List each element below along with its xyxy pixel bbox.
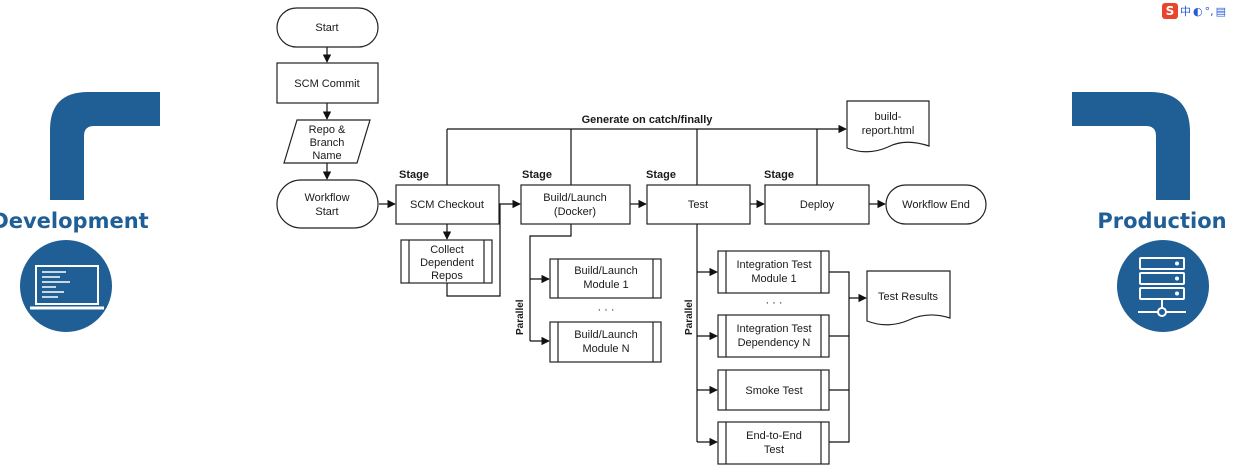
collect-repos-label-2: Dependent bbox=[420, 257, 474, 269]
build-module-n-box bbox=[549, 321, 662, 363]
development-pipe-icon bbox=[50, 92, 160, 200]
build-launch-label-2: (Docker) bbox=[554, 206, 596, 218]
generate-label: Generate on catch/finally bbox=[582, 114, 714, 126]
workflow-start-terminal bbox=[276, 179, 379, 229]
integration-module-1-label-2: Module 1 bbox=[751, 273, 796, 285]
ime-punctuation-icon[interactable]: °, bbox=[1204, 4, 1214, 18]
build-module-1-label-2: Module 1 bbox=[583, 279, 628, 291]
smoke-test-label: Smoke Test bbox=[745, 385, 802, 397]
build-report-label-2: report.html bbox=[862, 125, 915, 137]
start-label: Start bbox=[315, 22, 338, 34]
ime-keyboard-icon[interactable]: ▤ bbox=[1215, 4, 1227, 18]
build-module-n-label-1: Build/Launch bbox=[574, 329, 638, 341]
collect-repos-box bbox=[400, 239, 493, 284]
ime-logo-icon[interactable]: S bbox=[1162, 3, 1178, 19]
ime-moon-icon[interactable]: ◐ bbox=[1193, 4, 1203, 18]
server-icon bbox=[1117, 240, 1209, 332]
scm-checkout-label: SCM Checkout bbox=[410, 199, 484, 211]
collect-repos-label-1: Collect bbox=[430, 244, 464, 256]
workflow-end-terminal bbox=[885, 184, 987, 225]
integration-test-module-1-box bbox=[717, 250, 830, 294]
build-module-1-box bbox=[549, 258, 662, 299]
integration-ellipsis: · · · bbox=[765, 297, 782, 309]
smoke-test-box bbox=[717, 369, 830, 411]
repo-branch-input bbox=[283, 119, 371, 164]
development-label: Development bbox=[0, 209, 149, 233]
stage-label-checkout: Stage bbox=[399, 169, 429, 181]
workflow-start-label-1: Workflow bbox=[304, 192, 349, 204]
workflow-end-label: Workflow End bbox=[902, 199, 970, 211]
integration-module-1-label-1: Integration Test bbox=[736, 259, 811, 271]
build-launch-label-1: Build/Launch bbox=[543, 192, 607, 204]
deploy-box bbox=[764, 184, 870, 225]
test-results-label: Test Results bbox=[878, 291, 938, 303]
build-launch-box bbox=[520, 184, 631, 225]
scm-commit-box bbox=[276, 62, 379, 104]
build-report-document bbox=[846, 100, 930, 153]
integration-dependency-n-label-1: Integration Test bbox=[736, 323, 811, 335]
e2e-test-box bbox=[717, 421, 830, 465]
test-results-document bbox=[866, 270, 951, 326]
e2e-test-label-2: Test bbox=[764, 444, 784, 456]
repo-branch-label-1: Repo & bbox=[309, 124, 346, 136]
build-module-n-label-2: Module N bbox=[582, 343, 629, 355]
deploy-label: Deploy bbox=[800, 199, 835, 211]
workflow-start-label-2: Start bbox=[315, 206, 338, 218]
build-module-1-label-1: Build/Launch bbox=[574, 265, 638, 277]
ime-chinese-mode-icon[interactable]: 中 bbox=[1180, 5, 1191, 18]
build-ellipsis: · · · bbox=[597, 304, 614, 316]
build-report-label-1: build- bbox=[875, 111, 902, 123]
integration-dependency-n-label-2: Dependency N bbox=[738, 337, 811, 349]
laptop-icon bbox=[20, 240, 112, 332]
integration-test-dependency-n-box bbox=[717, 314, 830, 358]
stage-label-deploy: Stage bbox=[764, 169, 794, 181]
repo-branch-label-3: Name bbox=[312, 150, 341, 162]
scm-checkout-box bbox=[395, 184, 500, 225]
production-label: Production bbox=[1097, 209, 1226, 233]
e2e-test-label-1: End-to-End bbox=[746, 430, 802, 442]
production-pipe-icon bbox=[1072, 92, 1190, 200]
start-terminal bbox=[276, 7, 379, 48]
stage-label-test: Stage bbox=[646, 169, 676, 181]
parallel-label-build: Parallel bbox=[515, 299, 526, 335]
test-label: Test bbox=[688, 199, 708, 211]
repo-branch-label-2: Branch bbox=[310, 137, 345, 149]
stage-label-build: Stage bbox=[522, 169, 552, 181]
ime-tray: S 中 ◐ °, ▤ bbox=[1162, 2, 1240, 20]
test-box bbox=[646, 184, 751, 225]
scm-commit-label: SCM Commit bbox=[294, 78, 359, 90]
connectors bbox=[322, 47, 886, 447]
collect-repos-label-3: Repos bbox=[431, 270, 463, 282]
parallel-label-test: Parallel bbox=[684, 299, 695, 335]
